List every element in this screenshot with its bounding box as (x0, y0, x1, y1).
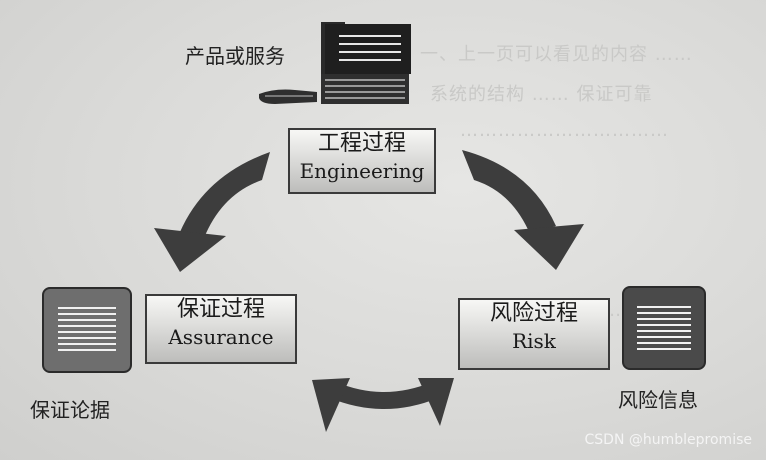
risk-cn-label: 风险过程 (489, 301, 578, 326)
assurance-document-icon (42, 287, 132, 373)
bleed-through-text: 系统的结构 …… 保证可靠 (430, 84, 653, 105)
arrow-engineering-to-risk (462, 150, 584, 270)
assurance-process-box: 保证过程 Assurance (145, 294, 297, 364)
engineering-en-label: Engineering (299, 159, 425, 183)
assurance-en-label: Assurance (168, 325, 274, 349)
assurance-cn-label: 保证过程 (176, 297, 265, 322)
bleed-through-text: …………………………… (460, 120, 669, 141)
risk-en-label: Risk (512, 329, 556, 353)
watermark: CSDN @humblepromise (584, 432, 752, 448)
engineering-process-box: 工程过程 Engineering (288, 128, 436, 194)
engineering-cn-label: 工程过程 (317, 131, 406, 156)
product-or-service-label: 产品或服务 (185, 44, 285, 68)
bleed-through-text: 一、上一页可以看见的内容 …… (420, 44, 693, 65)
risk-process-box: 风险过程 Risk (458, 298, 610, 370)
computer-icon (259, 22, 411, 104)
risk-information-label: 风险信息 (618, 388, 698, 412)
arrow-engineering-to-assurance (154, 152, 270, 272)
arrow-bottom-connector (312, 378, 454, 432)
risk-document-icon (622, 286, 706, 370)
assurance-evidence-label: 保证论据 (30, 398, 110, 422)
